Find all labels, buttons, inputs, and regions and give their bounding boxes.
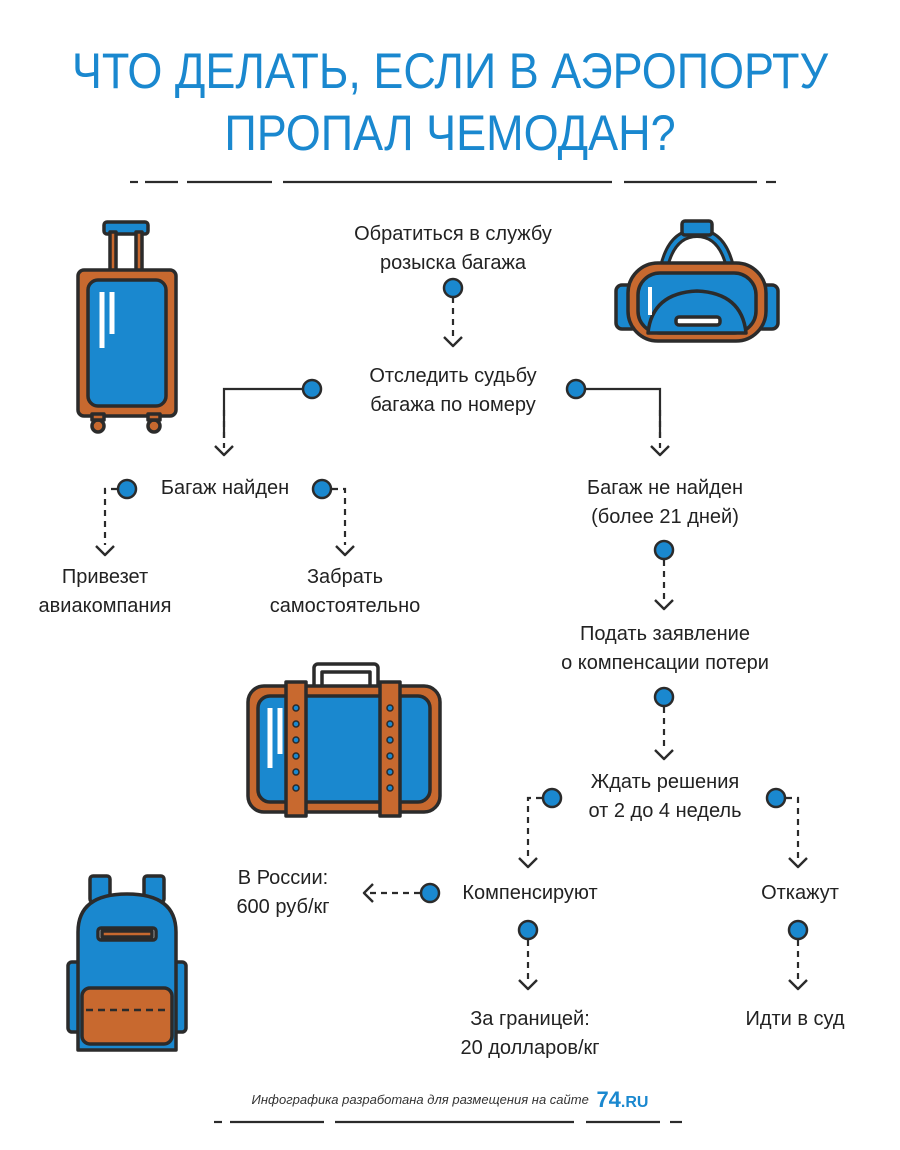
connector-track-found (222, 387, 302, 438)
connector-dots (116, 277, 809, 941)
footer-credit: Инфографика разработана для размещения н… (0, 1087, 900, 1113)
step-contact: Обратиться в службу розыска багажа (354, 223, 552, 274)
step-court: Идти в суд (745, 1008, 845, 1030)
step-pickup: Забрать самостоятельно (269, 566, 421, 617)
connector-found-airline (103, 487, 117, 545)
connector-wait-refuse (786, 796, 800, 858)
step-wait: Ждать решения от 2 до 4 недель (588, 771, 742, 822)
step-russia: В России: 600 руб/кг (236, 867, 330, 918)
page-title: ЧТО ДЕЛАТЬ, ЕСЛИ В АЭРОПОРТУ ПРОПАЛ ЧЕМО… (45, 40, 855, 164)
step-compensate: Компенсируют (462, 882, 598, 904)
duffel-bag-icon (614, 219, 780, 343)
step-refuse: Откажут (761, 882, 839, 904)
step-not-found: Багаж не найден (более 21 дней) (586, 477, 744, 528)
connector-wait-compensate (526, 796, 542, 858)
title-line-2: ПРОПАЛ ЧЕМОДАН? (224, 105, 676, 161)
step-airline-delivers: Привезет авиакомпания (38, 566, 172, 617)
arrowheads (94, 335, 809, 991)
step-claim: Подать заявление о компенсации потери (561, 623, 769, 674)
backpack-icon (66, 874, 188, 1052)
suitcase-icon (76, 220, 178, 434)
briefcase-icon (246, 662, 442, 818)
footer-text: Инфографика разработана для размещения н… (251, 1092, 589, 1107)
step-track: Отследить судьбу багажа по номеру (369, 365, 537, 416)
connector-found-pickup (332, 487, 347, 545)
step-found: Багаж найден (160, 477, 290, 499)
title-line-1: ЧТО ДЕЛАТЬ, ЕСЛИ В АЭРОПОРТУ (71, 43, 829, 99)
step-abroad: За границей: 20 долларов/кг (460, 1008, 600, 1059)
site-logo[interactable]: 74.RU (596, 1087, 649, 1112)
